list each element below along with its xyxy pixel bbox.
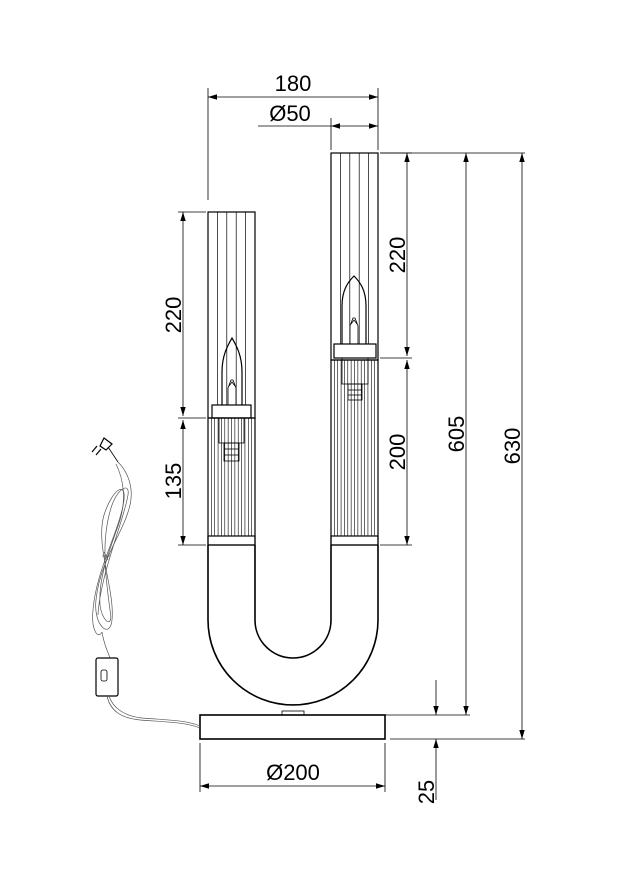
- plug-icon: [91, 437, 119, 463]
- dim-total-height: 630: [500, 428, 525, 465]
- base-plate: [199, 710, 386, 740]
- dimension-lines: [178, 88, 525, 800]
- dim-right-shade-height: 220: [385, 237, 410, 274]
- left-ribbed-sleeve: [207, 417, 256, 546]
- dim-base-diameter: Ø200: [266, 760, 320, 785]
- power-cord: [91, 437, 201, 729]
- left-bulb: [211, 336, 252, 462]
- lamp-body: [199, 152, 386, 740]
- dim-left-lower-height: 135: [161, 463, 186, 500]
- dim-base-height: 25: [414, 780, 439, 804]
- u-tube-inner: [254, 545, 332, 659]
- dimension-labels: 180 Ø50 220 135 220 200 605 630 Ø200 25: [161, 71, 525, 804]
- right-glass-shade: [330, 152, 379, 361]
- dim-left-shade-height: 220: [161, 297, 186, 334]
- dim-inner-height: 605: [444, 416, 469, 453]
- left-glass-shade: [207, 211, 256, 419]
- right-ribbed-sleeve: [330, 359, 379, 546]
- dim-right-lower-height: 200: [385, 434, 410, 471]
- dim-top-width: 180: [275, 71, 312, 96]
- dim-tube-diameter: Ø50: [269, 101, 311, 126]
- u-tube-outer: [207, 545, 379, 706]
- right-bulb: [333, 275, 377, 401]
- inline-switch-icon: [95, 657, 119, 697]
